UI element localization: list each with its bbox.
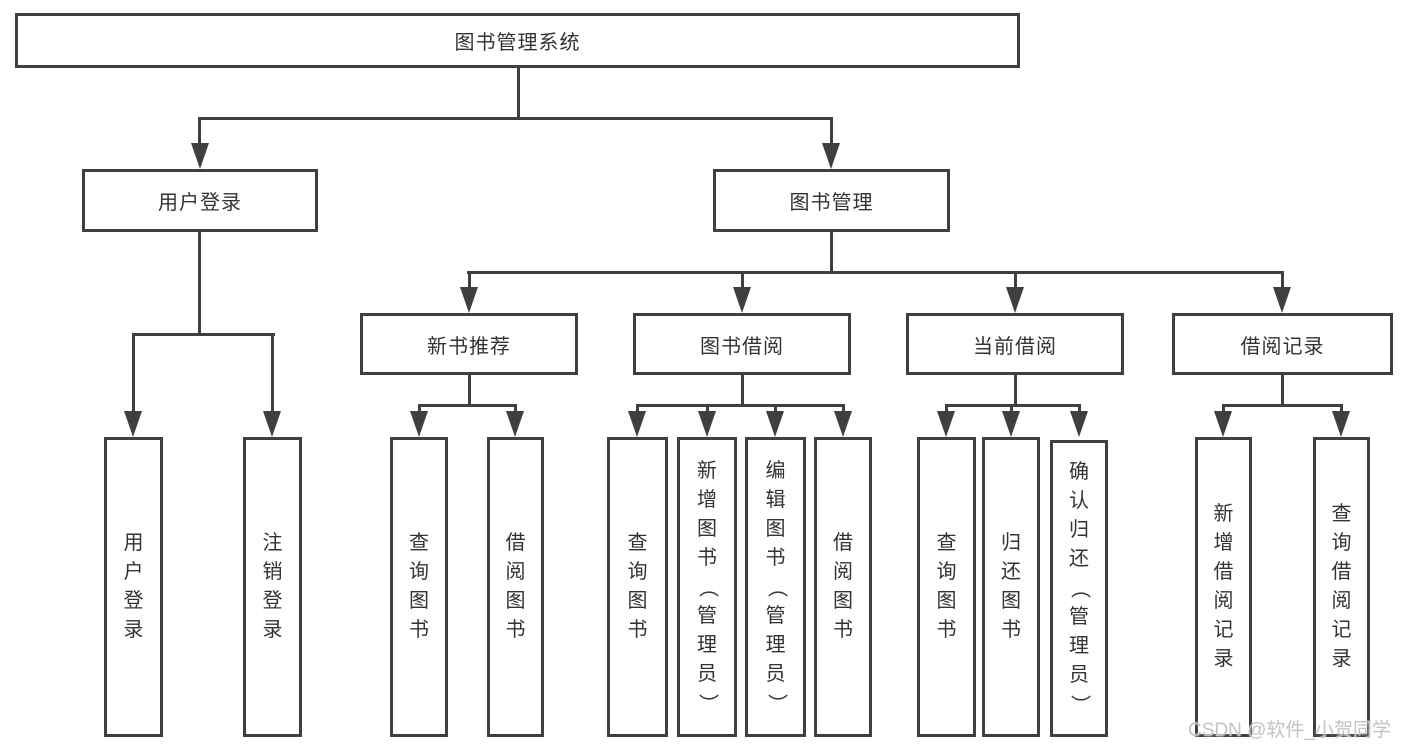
node-label: 借阅图书 bbox=[833, 532, 853, 641]
connector-line bbox=[741, 271, 744, 291]
node-label: 查询借阅记录 bbox=[1331, 503, 1352, 670]
connector-line bbox=[706, 404, 709, 414]
node-label: 图书管理 bbox=[789, 192, 874, 214]
node-user-login: 用户登录 bbox=[82, 169, 318, 232]
connector-line bbox=[636, 404, 844, 407]
node-borrow-books-borrowing: 借阅图书 bbox=[814, 437, 872, 737]
node-return-books: 归还图书 bbox=[982, 437, 1040, 737]
connector-line bbox=[418, 404, 421, 414]
node-label: 图书管理系统 bbox=[454, 32, 581, 54]
node-book-borrowing: 图书借阅 bbox=[633, 313, 851, 375]
node-add-borrow-record: 新增借阅记录 bbox=[1195, 437, 1252, 737]
arrowhead bbox=[410, 411, 428, 437]
node-label: 归还图书 bbox=[1001, 532, 1021, 641]
node-label: 用户登录 bbox=[123, 532, 144, 641]
arrowhead bbox=[506, 411, 524, 437]
node-label: 借阅记录 bbox=[1240, 335, 1325, 358]
connector-line bbox=[418, 404, 517, 407]
connector-line bbox=[636, 404, 639, 414]
node-borrow-books-recommend: 借阅图书 bbox=[487, 437, 544, 737]
node-query-books-recommend: 查询图书 bbox=[390, 437, 448, 737]
node-label: 查询图书 bbox=[627, 532, 648, 641]
connector-line bbox=[842, 404, 845, 414]
arrowhead bbox=[191, 143, 209, 169]
connector-line bbox=[271, 333, 274, 415]
arrowhead bbox=[822, 143, 840, 169]
connector-line bbox=[468, 271, 471, 291]
connector-line bbox=[514, 404, 517, 414]
node-label: 图书借阅 bbox=[700, 335, 784, 358]
connector-line bbox=[830, 117, 833, 147]
node-edit-books-admin: 编辑图书（管理员） bbox=[745, 437, 806, 737]
arrowhead bbox=[937, 411, 955, 437]
arrowhead bbox=[698, 411, 716, 437]
connector-line bbox=[198, 229, 201, 336]
node-add-books-admin: 新增图书（管理员） bbox=[677, 437, 737, 737]
connector-line bbox=[199, 117, 833, 120]
arrowhead bbox=[1070, 411, 1088, 437]
arrowhead bbox=[460, 287, 478, 313]
node-library-management-system: 图书管理系统 bbox=[15, 13, 1020, 68]
node-label: 确认归还（管理员） bbox=[1068, 461, 1091, 715]
arrowhead bbox=[733, 287, 751, 313]
node-logout: 注销登录 bbox=[243, 437, 302, 737]
connector-line bbox=[945, 404, 948, 414]
csdn-watermark: CSDN @软件_小贺同学 bbox=[1188, 720, 1391, 741]
node-label: 编辑图书（管理员） bbox=[765, 459, 787, 714]
node-label: 注销登录 bbox=[262, 532, 283, 641]
node-new-book-recommendation: 新书推荐 bbox=[360, 313, 578, 375]
node-query-borrow-record: 查询借阅记录 bbox=[1313, 437, 1370, 737]
arrowhead bbox=[1332, 411, 1350, 437]
node-label: 查询图书 bbox=[936, 532, 957, 641]
connector-line bbox=[1014, 271, 1017, 291]
connector-line bbox=[1222, 404, 1342, 407]
arrowhead bbox=[628, 411, 646, 437]
connector-line bbox=[198, 117, 201, 147]
connector-line bbox=[741, 373, 744, 407]
arrowhead bbox=[1002, 411, 1020, 437]
node-query-books-borrowing: 查询图书 bbox=[607, 437, 668, 737]
connector-line bbox=[1222, 404, 1225, 414]
connector-line bbox=[830, 229, 833, 274]
connector-line bbox=[132, 333, 135, 415]
node-label: 当前借阅 bbox=[973, 335, 1057, 358]
connector-line bbox=[1078, 404, 1081, 414]
connector-line bbox=[517, 66, 520, 120]
node-query-books-current: 查询图书 bbox=[917, 437, 976, 737]
connector-line bbox=[467, 271, 1284, 274]
node-label: 用户登录 bbox=[158, 192, 242, 214]
connector-line bbox=[1010, 404, 1013, 414]
node-label: 新增图书（管理员） bbox=[696, 459, 719, 714]
node-label: 新书推荐 bbox=[427, 335, 511, 358]
node-label: 新增借阅记录 bbox=[1213, 503, 1234, 670]
connector-line bbox=[1281, 271, 1284, 291]
connector-line bbox=[774, 404, 777, 414]
arrowhead bbox=[124, 411, 142, 437]
node-borrowing-records: 借阅记录 bbox=[1172, 313, 1393, 375]
node-label: 查询图书 bbox=[409, 532, 429, 641]
node-user-login-leaf: 用户登录 bbox=[104, 437, 163, 737]
connector-line bbox=[468, 373, 471, 407]
node-book-management: 图书管理 bbox=[713, 169, 950, 232]
arrowhead bbox=[834, 411, 852, 437]
node-current-borrowing: 当前借阅 bbox=[906, 313, 1124, 375]
arrowhead bbox=[1273, 287, 1291, 313]
connector-line bbox=[1340, 404, 1343, 414]
arrowhead bbox=[1214, 411, 1232, 437]
arrowhead bbox=[766, 411, 784, 437]
connector-line bbox=[1281, 373, 1284, 407]
node-confirm-return-admin: 确认归还（管理员） bbox=[1050, 440, 1108, 737]
arrowhead bbox=[263, 411, 281, 437]
node-label: 借阅图书 bbox=[505, 532, 526, 641]
arrowhead bbox=[1006, 287, 1024, 313]
connector-line bbox=[1014, 373, 1017, 407]
connector-line bbox=[132, 333, 275, 336]
